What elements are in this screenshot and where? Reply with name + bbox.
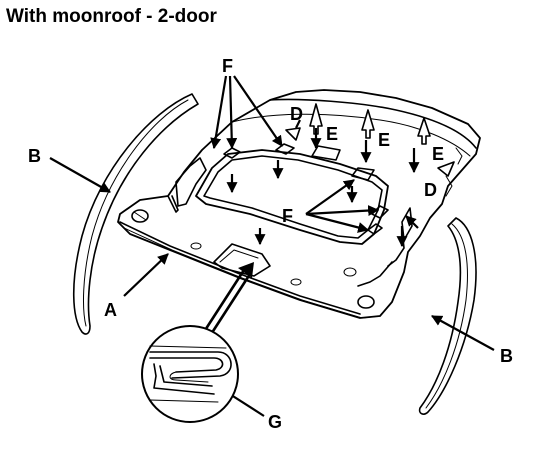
label-d-top: D	[290, 104, 303, 124]
label-b-right: B	[500, 346, 513, 366]
label-e-3: E	[432, 144, 444, 164]
right-pillar-trim	[418, 217, 477, 415]
leader-lines	[49, 75, 495, 417]
moonroof-opening	[195, 149, 389, 245]
label-b-left: B	[28, 146, 41, 166]
label-d-bottom: D	[424, 180, 437, 200]
label-f-top: F	[222, 56, 233, 76]
label-f-mid: F	[282, 206, 293, 226]
label-g: G	[268, 412, 282, 432]
detail-magnifier	[141, 325, 239, 423]
label-a: A	[104, 300, 117, 320]
callout-labels: F D E E E D F B A B G	[28, 56, 513, 432]
label-e-1: E	[326, 124, 338, 144]
diagram-title: With moonroof - 2-door	[6, 6, 217, 27]
label-e-2: E	[378, 130, 390, 150]
e-clip-arrows	[285, 103, 455, 177]
